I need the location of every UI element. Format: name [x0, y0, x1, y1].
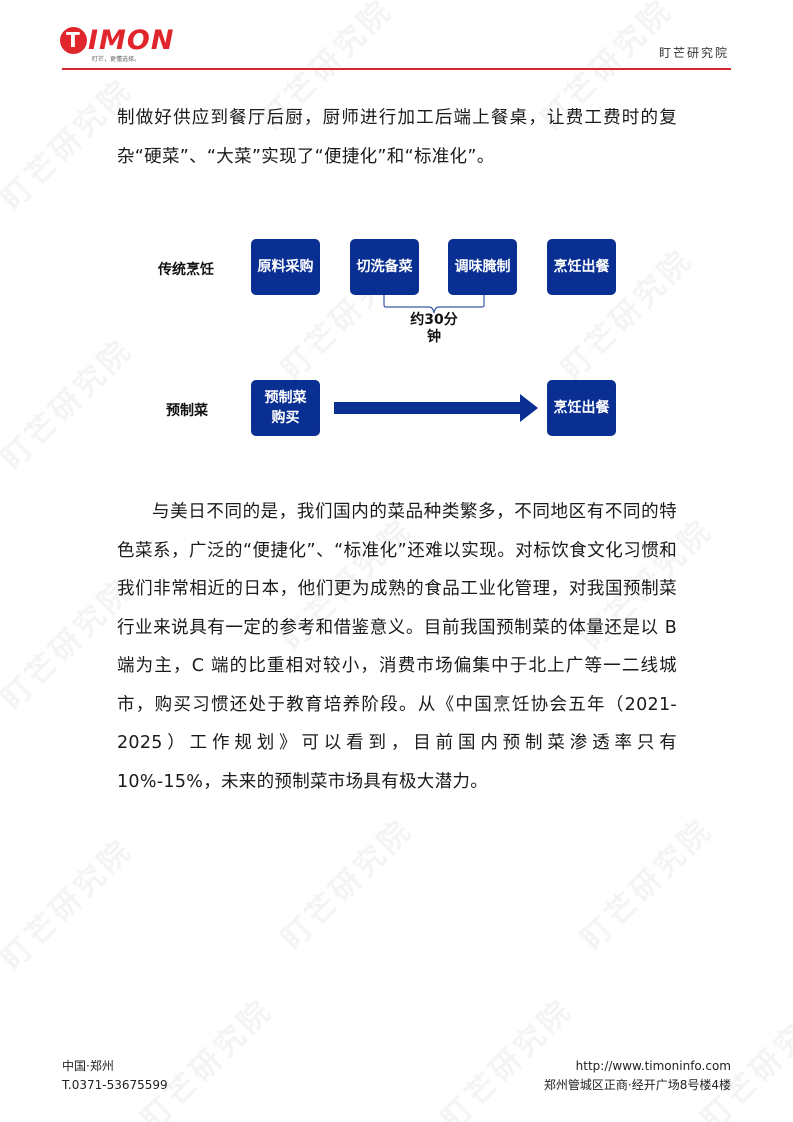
- header-org-name: 盯芒研究院: [658, 46, 729, 60]
- step-wash-and-prep: 切洗备菜: [350, 239, 419, 295]
- logo-text-rest: IMON: [88, 24, 175, 56]
- duration-label: 约30分 钟: [404, 312, 464, 346]
- footer-phone: T.0371-53675599: [62, 1078, 168, 1092]
- header-divider: [62, 68, 731, 70]
- watermark: 盯芒研究院: [0, 826, 141, 977]
- footer-website-link[interactable]: http://www.timoninfo.com: [575, 1059, 731, 1073]
- duration-line-1: 约30分: [410, 312, 458, 328]
- watermark: 盯芒研究院: [269, 806, 420, 957]
- traditional-cooking-label: 传统烹饪: [158, 262, 214, 278]
- body-paragraph-2: 与美日不同的是，我们国内的菜品种类繁多，不同地区有不同的特色菜系，广泛的“便捷化…: [117, 502, 677, 792]
- logo-slogan: 盯芒，更懂选择。: [92, 56, 141, 63]
- step-cook-and-serve: 烹饪出餐: [547, 239, 616, 295]
- footer-address: 郑州管城区正商·经开广场8号楼4楼: [543, 1078, 731, 1092]
- duration-line-2: 钟: [427, 329, 441, 345]
- step-buy-line-2: 购买: [271, 410, 300, 426]
- body-paragraph-1: 制做好供应到餐厅后厨，厨师进行加工后端上餐桌，让费工费时的复杂“硬菜”、“大菜”…: [117, 108, 677, 167]
- footer-location: 中国·郑州: [62, 1059, 114, 1073]
- watermark: 盯芒研究院: [129, 986, 280, 1122]
- footer-contact: 中国·郑州 T.0371-53675599: [62, 1057, 168, 1095]
- step-buy-prepared-dish: 预制菜 购买: [251, 380, 320, 436]
- watermark: 盯芒研究院: [429, 986, 580, 1122]
- step-buy-line-1: 预制菜: [264, 390, 307, 406]
- watermark: 盯芒研究院: [569, 806, 720, 957]
- step-raw-material-purchase: 原料采购: [251, 239, 320, 295]
- watermark: 盯芒研究院: [689, 986, 793, 1122]
- logo-speech-bubble-icon: T: [60, 26, 87, 54]
- prepared-dish-label: 预制菜: [166, 403, 208, 419]
- process-comparison-diagram: 传统烹饪 原料采购 切洗备菜 调味腌制 烹饪出餐 约30分 钟 预制菜 预制菜 …: [140, 230, 630, 450]
- duration-brace-icon: [383, 295, 485, 314]
- right-arrow-icon: [334, 394, 538, 422]
- step-season-and-marinate: 调味腌制: [448, 239, 517, 295]
- watermark: 盯芒研究院: [0, 326, 141, 477]
- step-cook-and-serve-prepared: 烹饪出餐: [547, 380, 616, 436]
- footer-address-block: http://www.timoninfo.com 郑州管城区正商·经开广场8号楼…: [544, 1057, 731, 1095]
